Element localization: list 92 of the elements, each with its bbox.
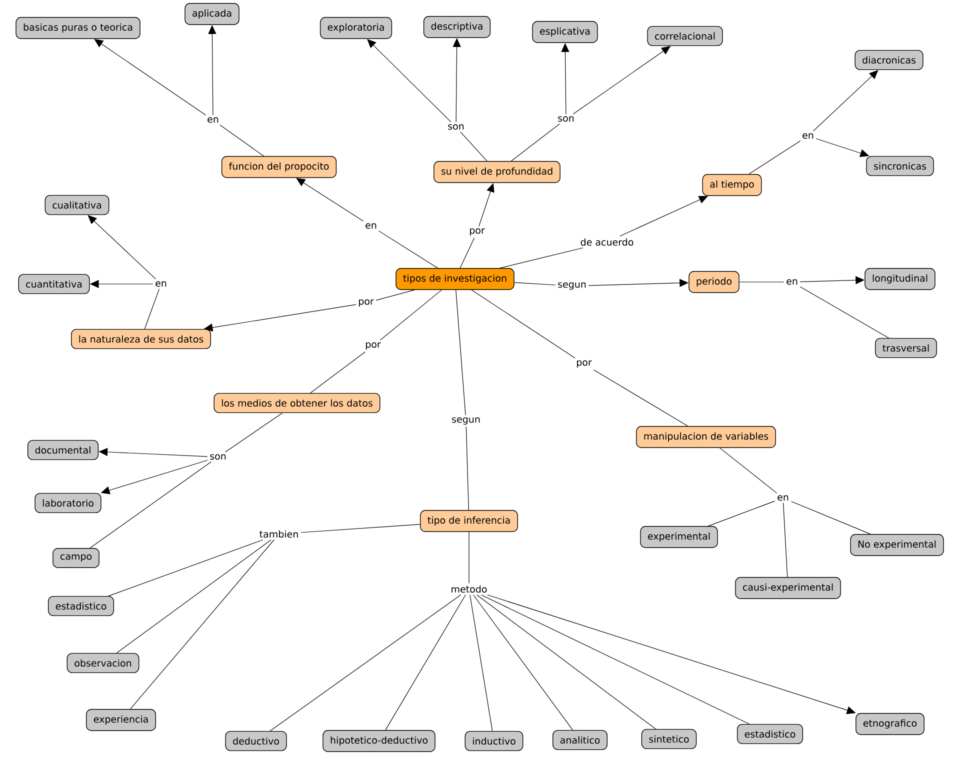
- category-box: observacion: [66, 652, 140, 674]
- connector-line: [500, 248, 584, 268]
- category-box: analitico: [552, 730, 608, 750]
- connector-line: [708, 500, 776, 526]
- category-box: campo: [52, 548, 100, 568]
- connector-line: [460, 132, 488, 162]
- category-box: experimental: [640, 526, 718, 548]
- linking-phrase: por: [574, 358, 594, 370]
- category-box: esplicativa: [532, 21, 598, 43]
- connector-line: [310, 352, 366, 394]
- connector-line: [471, 290, 576, 358]
- category-box: cuantitativa: [18, 274, 90, 294]
- category-box: cualitativa: [44, 194, 110, 216]
- category-box: correlacional: [647, 26, 723, 46]
- connector-line: [130, 540, 274, 710]
- category-box: laboratorio: [34, 492, 102, 514]
- concept-box: la naturaleza de sus datos: [71, 328, 211, 350]
- connector-line: [473, 594, 573, 730]
- category-box: hipotetico-deductivo: [322, 730, 436, 752]
- connector-line: [748, 140, 801, 174]
- linking-phrase: por: [467, 226, 487, 238]
- connector-line: [270, 594, 462, 732]
- category-box: basicas puras o teorica: [16, 17, 140, 39]
- linking-phrase: en: [363, 221, 379, 231]
- connector-line: [300, 524, 420, 533]
- category-box: experiencia: [86, 709, 156, 731]
- category-box: sintetico: [641, 728, 697, 750]
- connector-line: [378, 230, 438, 268]
- category-box: No experimental: [850, 534, 944, 556]
- connector-line: [220, 124, 264, 156]
- linking-phrase: segun: [556, 280, 588, 292]
- linking-phrase: de acuerdo: [578, 236, 636, 248]
- linking-phrase: por: [363, 340, 383, 352]
- linking-phrase: en: [784, 277, 800, 287]
- connector-line: [790, 501, 871, 534]
- connector-line: [720, 448, 778, 494]
- category-box: inductivo: [464, 730, 524, 752]
- connector-line: [108, 540, 264, 596]
- connector-line: [456, 290, 466, 416]
- linking-phrase: en: [205, 115, 221, 125]
- connector-line: [385, 594, 466, 730]
- category-box: longitudinal: [864, 268, 936, 290]
- connector-line: [800, 286, 889, 338]
- category-box: descriptiva: [423, 16, 491, 38]
- category-box: exploratoria: [320, 17, 392, 39]
- concept-box: al tiempo: [702, 174, 762, 196]
- connector-line: [782, 502, 788, 578]
- linking-phrase: por: [356, 297, 376, 309]
- category-box: etnografico: [856, 713, 924, 735]
- linking-phrase: metodo: [448, 583, 490, 595]
- category-box: estadistico: [736, 724, 804, 744]
- arrow: [88, 215, 156, 280]
- concept-box: su nivel de profundidad: [434, 161, 560, 183]
- connector-line: [476, 594, 656, 730]
- linking-phrase: son: [208, 452, 228, 462]
- linking-phrase: son: [556, 114, 576, 124]
- connector-line: [593, 370, 688, 426]
- category-box: aplicada: [184, 3, 240, 25]
- connector-line: [224, 412, 283, 452]
- concept-box: tipo de inferencia: [420, 510, 518, 532]
- arrow: [812, 70, 878, 132]
- connector-line: [116, 540, 272, 654]
- concept-box: periodo: [688, 271, 740, 293]
- linking-phrase: tambien: [257, 528, 301, 540]
- linking-phrase: son: [446, 122, 466, 132]
- connector-line: [510, 124, 560, 162]
- category-box: trasversal: [875, 338, 937, 358]
- connector-line: [470, 594, 493, 732]
- connector-line: [480, 594, 750, 724]
- concept-box: manipulacion de variables: [636, 426, 776, 448]
- category-box: documental: [27, 440, 99, 460]
- category-box: diacronicas: [854, 50, 924, 70]
- linking-phrase: en: [153, 279, 169, 289]
- arrow: [620, 196, 708, 236]
- linking-phrase: segun: [450, 415, 482, 427]
- category-box: sincronicas: [866, 156, 934, 176]
- connector-line: [514, 282, 556, 286]
- concept-box: los medios de obtener los datos: [214, 392, 380, 414]
- linking-phrase: en: [775, 493, 791, 503]
- concept-box: funcion del propocito: [221, 156, 337, 178]
- connector-line: [466, 426, 469, 510]
- concept-box: tipos de investigacion: [396, 268, 514, 290]
- connector-line: [144, 288, 160, 330]
- connector-line: [376, 290, 415, 301]
- connector-line: [468, 532, 470, 584]
- linking-phrase: en: [800, 131, 816, 141]
- connector-line: [90, 462, 212, 548]
- category-box: estadistico: [48, 596, 114, 616]
- connector-line: [460, 238, 475, 268]
- connector-line: [380, 290, 442, 340]
- category-box: deductivo: [225, 730, 287, 752]
- category-box: causi-experimental: [735, 577, 841, 599]
